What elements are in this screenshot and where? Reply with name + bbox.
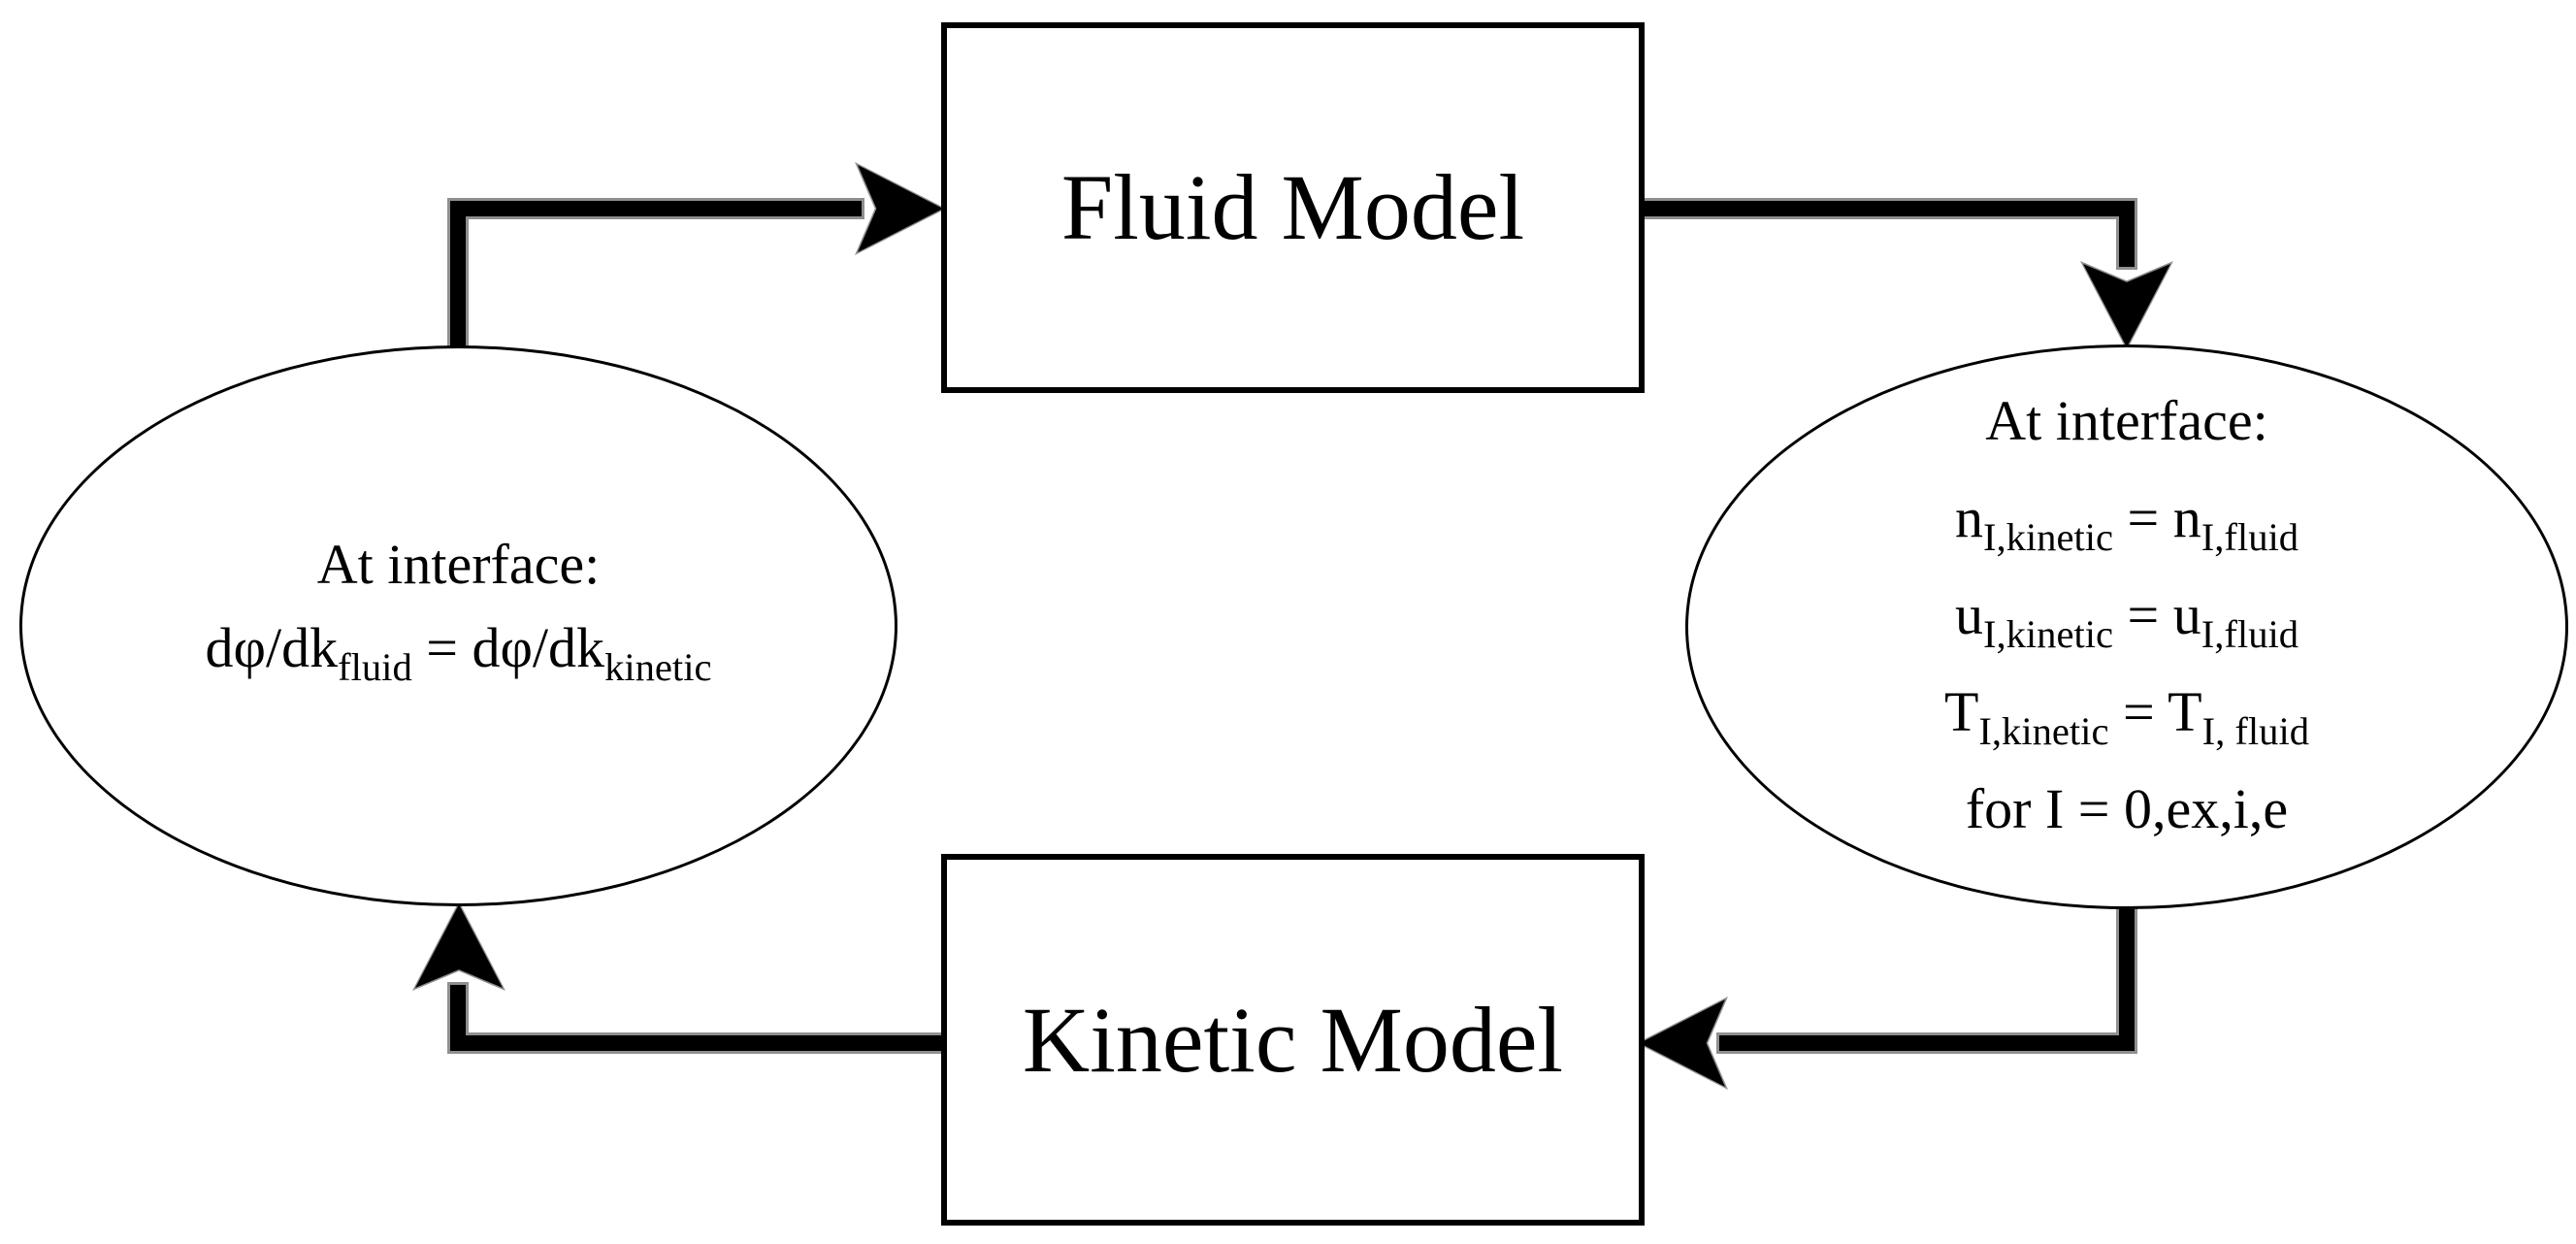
kinetic-model-box: Kinetic Model bbox=[941, 854, 1645, 1226]
arrowhead-left bbox=[1640, 999, 1725, 1087]
right-interface-ellipse: At interface: nI,kinetic = nI,fluid uI,k… bbox=[1685, 344, 2568, 909]
connector-right-ellipse-to-kinetic-vertical bbox=[2119, 909, 2135, 1051]
formula-text: = T bbox=[2108, 680, 2202, 744]
temperature-continuity-formula: TI,kinetic = TI, fluid bbox=[1944, 671, 2309, 753]
formula-text: u bbox=[1954, 582, 1983, 646]
species-index-line: for I = 0,ex,i,e bbox=[1944, 769, 2309, 850]
velocity-continuity-formula: uI,kinetic = uI,fluid bbox=[1944, 574, 2309, 656]
formula-text: dφ/dk bbox=[205, 616, 339, 679]
arrowhead-down bbox=[2083, 264, 2170, 347]
phi-gradient-formula: dφ/dkfluid = dφ/dkkinetic bbox=[206, 607, 712, 689]
connector-fluid-to-right-ellipse-vertical bbox=[2119, 201, 2135, 267]
density-continuity-formula: nI,kinetic = nI,fluid bbox=[1944, 477, 2309, 559]
formula-subscript: I,fluid bbox=[2201, 515, 2299, 560]
connector-left-ellipse-to-fluid-horizontal bbox=[450, 201, 862, 216]
formula-subscript: I, fluid bbox=[2201, 709, 2310, 754]
formula-subscript: kinetic bbox=[604, 645, 712, 690]
connector-kinetic-to-left-ellipse-vertical bbox=[450, 985, 466, 1051]
connector-right-ellipse-to-kinetic-horizontal bbox=[1719, 1035, 2135, 1051]
left-interface-content: At interface: dφ/dkfluid = dφ/dkkinetic bbox=[206, 524, 712, 689]
formula-subscript: I,kinetic bbox=[1982, 515, 2114, 560]
fluid-model-label: Fluid Model bbox=[1060, 155, 1525, 259]
right-interface-title: At interface: bbox=[1985, 388, 2268, 452]
formula-text: n bbox=[1954, 485, 1983, 549]
formula-text: T bbox=[1943, 680, 1979, 744]
connector-left-ellipse-to-fluid-vertical bbox=[450, 201, 466, 348]
arrowhead-right bbox=[858, 165, 943, 252]
kinetic-model-label: Kinetic Model bbox=[1022, 987, 1564, 1092]
formula-subscript: I,kinetic bbox=[1978, 709, 2109, 754]
connector-fluid-to-right-ellipse-horizontal bbox=[1642, 201, 2135, 216]
formula-text: = dφ/dk bbox=[411, 616, 605, 679]
connector-kinetic-to-left-ellipse-horizontal bbox=[452, 1035, 941, 1051]
right-interface-content: At interface: nI,kinetic = nI,fluid uI,k… bbox=[1944, 380, 2309, 850]
left-interface-title: At interface: bbox=[316, 532, 601, 596]
formula-subscript: fluid bbox=[338, 645, 412, 690]
formula-text: = n bbox=[2113, 485, 2201, 549]
arrowhead-up bbox=[415, 904, 503, 988]
formula-text: = u bbox=[2113, 582, 2201, 646]
formula-subscript: I,fluid bbox=[2201, 612, 2299, 657]
formula-text: for I = 0,ex,i,e bbox=[1965, 777, 2289, 841]
left-interface-ellipse: At interface: dφ/dkfluid = dφ/dkkinetic bbox=[19, 345, 897, 906]
formula-subscript: I,kinetic bbox=[1982, 612, 2114, 657]
fluid-model-box: Fluid Model bbox=[941, 22, 1645, 393]
